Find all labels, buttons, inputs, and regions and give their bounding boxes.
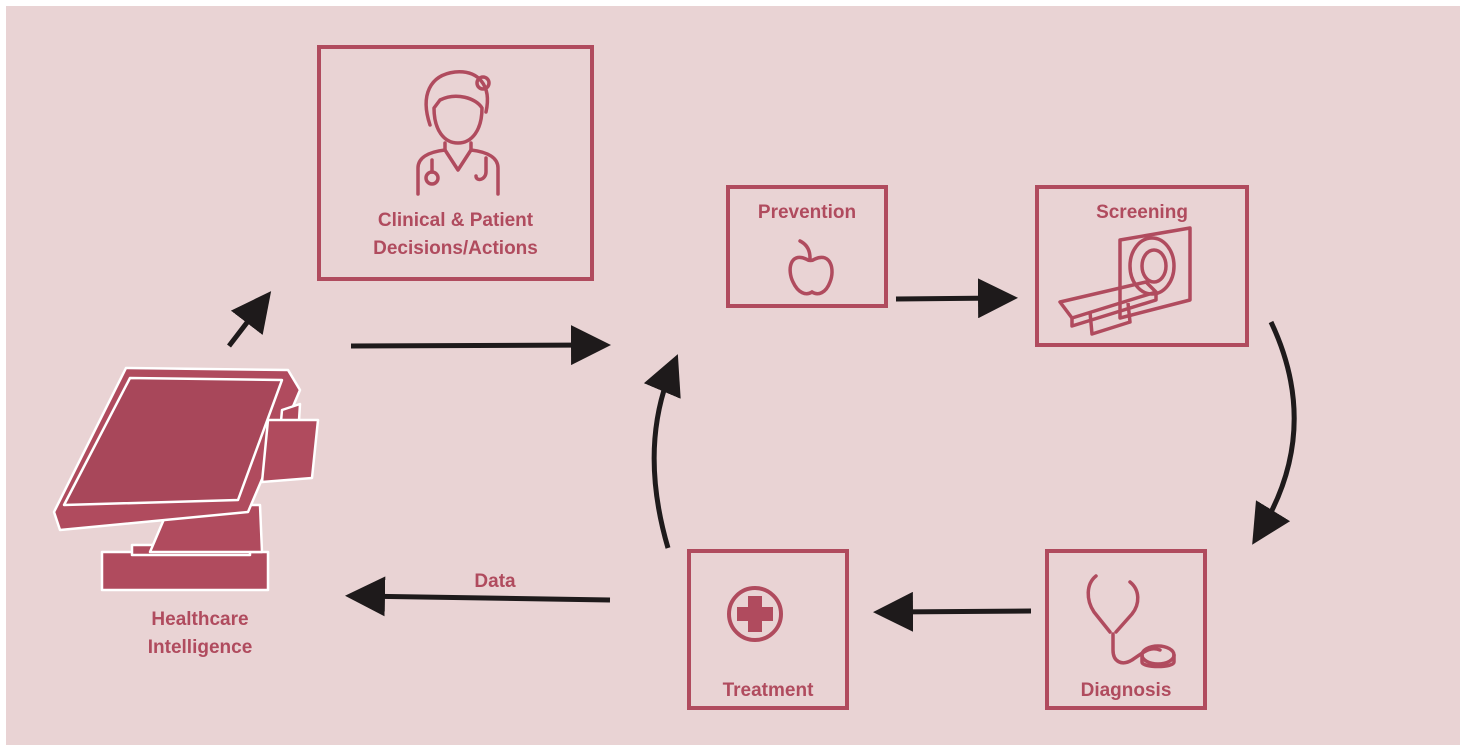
treatment-box — [687, 549, 849, 710]
arrow-data-to-intelligence — [345, 576, 611, 617]
medical-cross-icon — [727, 586, 783, 642]
stethoscope-icon — [1086, 574, 1176, 669]
healthcare-intelligence-label-line1: Healthcare — [151, 609, 249, 630]
treatment-label: Treatment — [722, 680, 814, 701]
arrow-prevention-to-screening — [895, 278, 1018, 319]
computer-terminal-icon — [52, 366, 320, 592]
data-edge-label: Data — [474, 571, 516, 592]
prevention-box — [726, 185, 888, 308]
clinical-decisions-label-line1: Clinical & Patient — [377, 210, 534, 231]
diagnosis-label: Diagnosis — [1080, 680, 1172, 701]
ct-scanner-icon — [1058, 226, 1192, 336]
arrow-screening-to-diagnosis — [1252, 320, 1297, 545]
screening-box — [1035, 185, 1249, 347]
arrow-computer-to-clinical — [227, 291, 272, 348]
apple-icon — [788, 239, 834, 296]
prevention-label: Prevention — [757, 202, 857, 223]
clinical-decisions-label-line2: Decisions/Actions — [373, 238, 538, 259]
clinical-decisions-box — [317, 45, 594, 281]
arrow-diagnosis-to-treatment — [873, 591, 1032, 632]
diagnosis-box — [1045, 549, 1207, 710]
arrows — [227, 278, 1297, 632]
healthcare-intelligence-label-line2: Intelligence — [147, 637, 253, 658]
doctor-icon — [416, 70, 500, 196]
screening-label: Screening — [1096, 202, 1188, 223]
arrow-treatment-to-prevention — [643, 354, 681, 549]
arrow-clinical-to-cycle — [350, 325, 611, 366]
